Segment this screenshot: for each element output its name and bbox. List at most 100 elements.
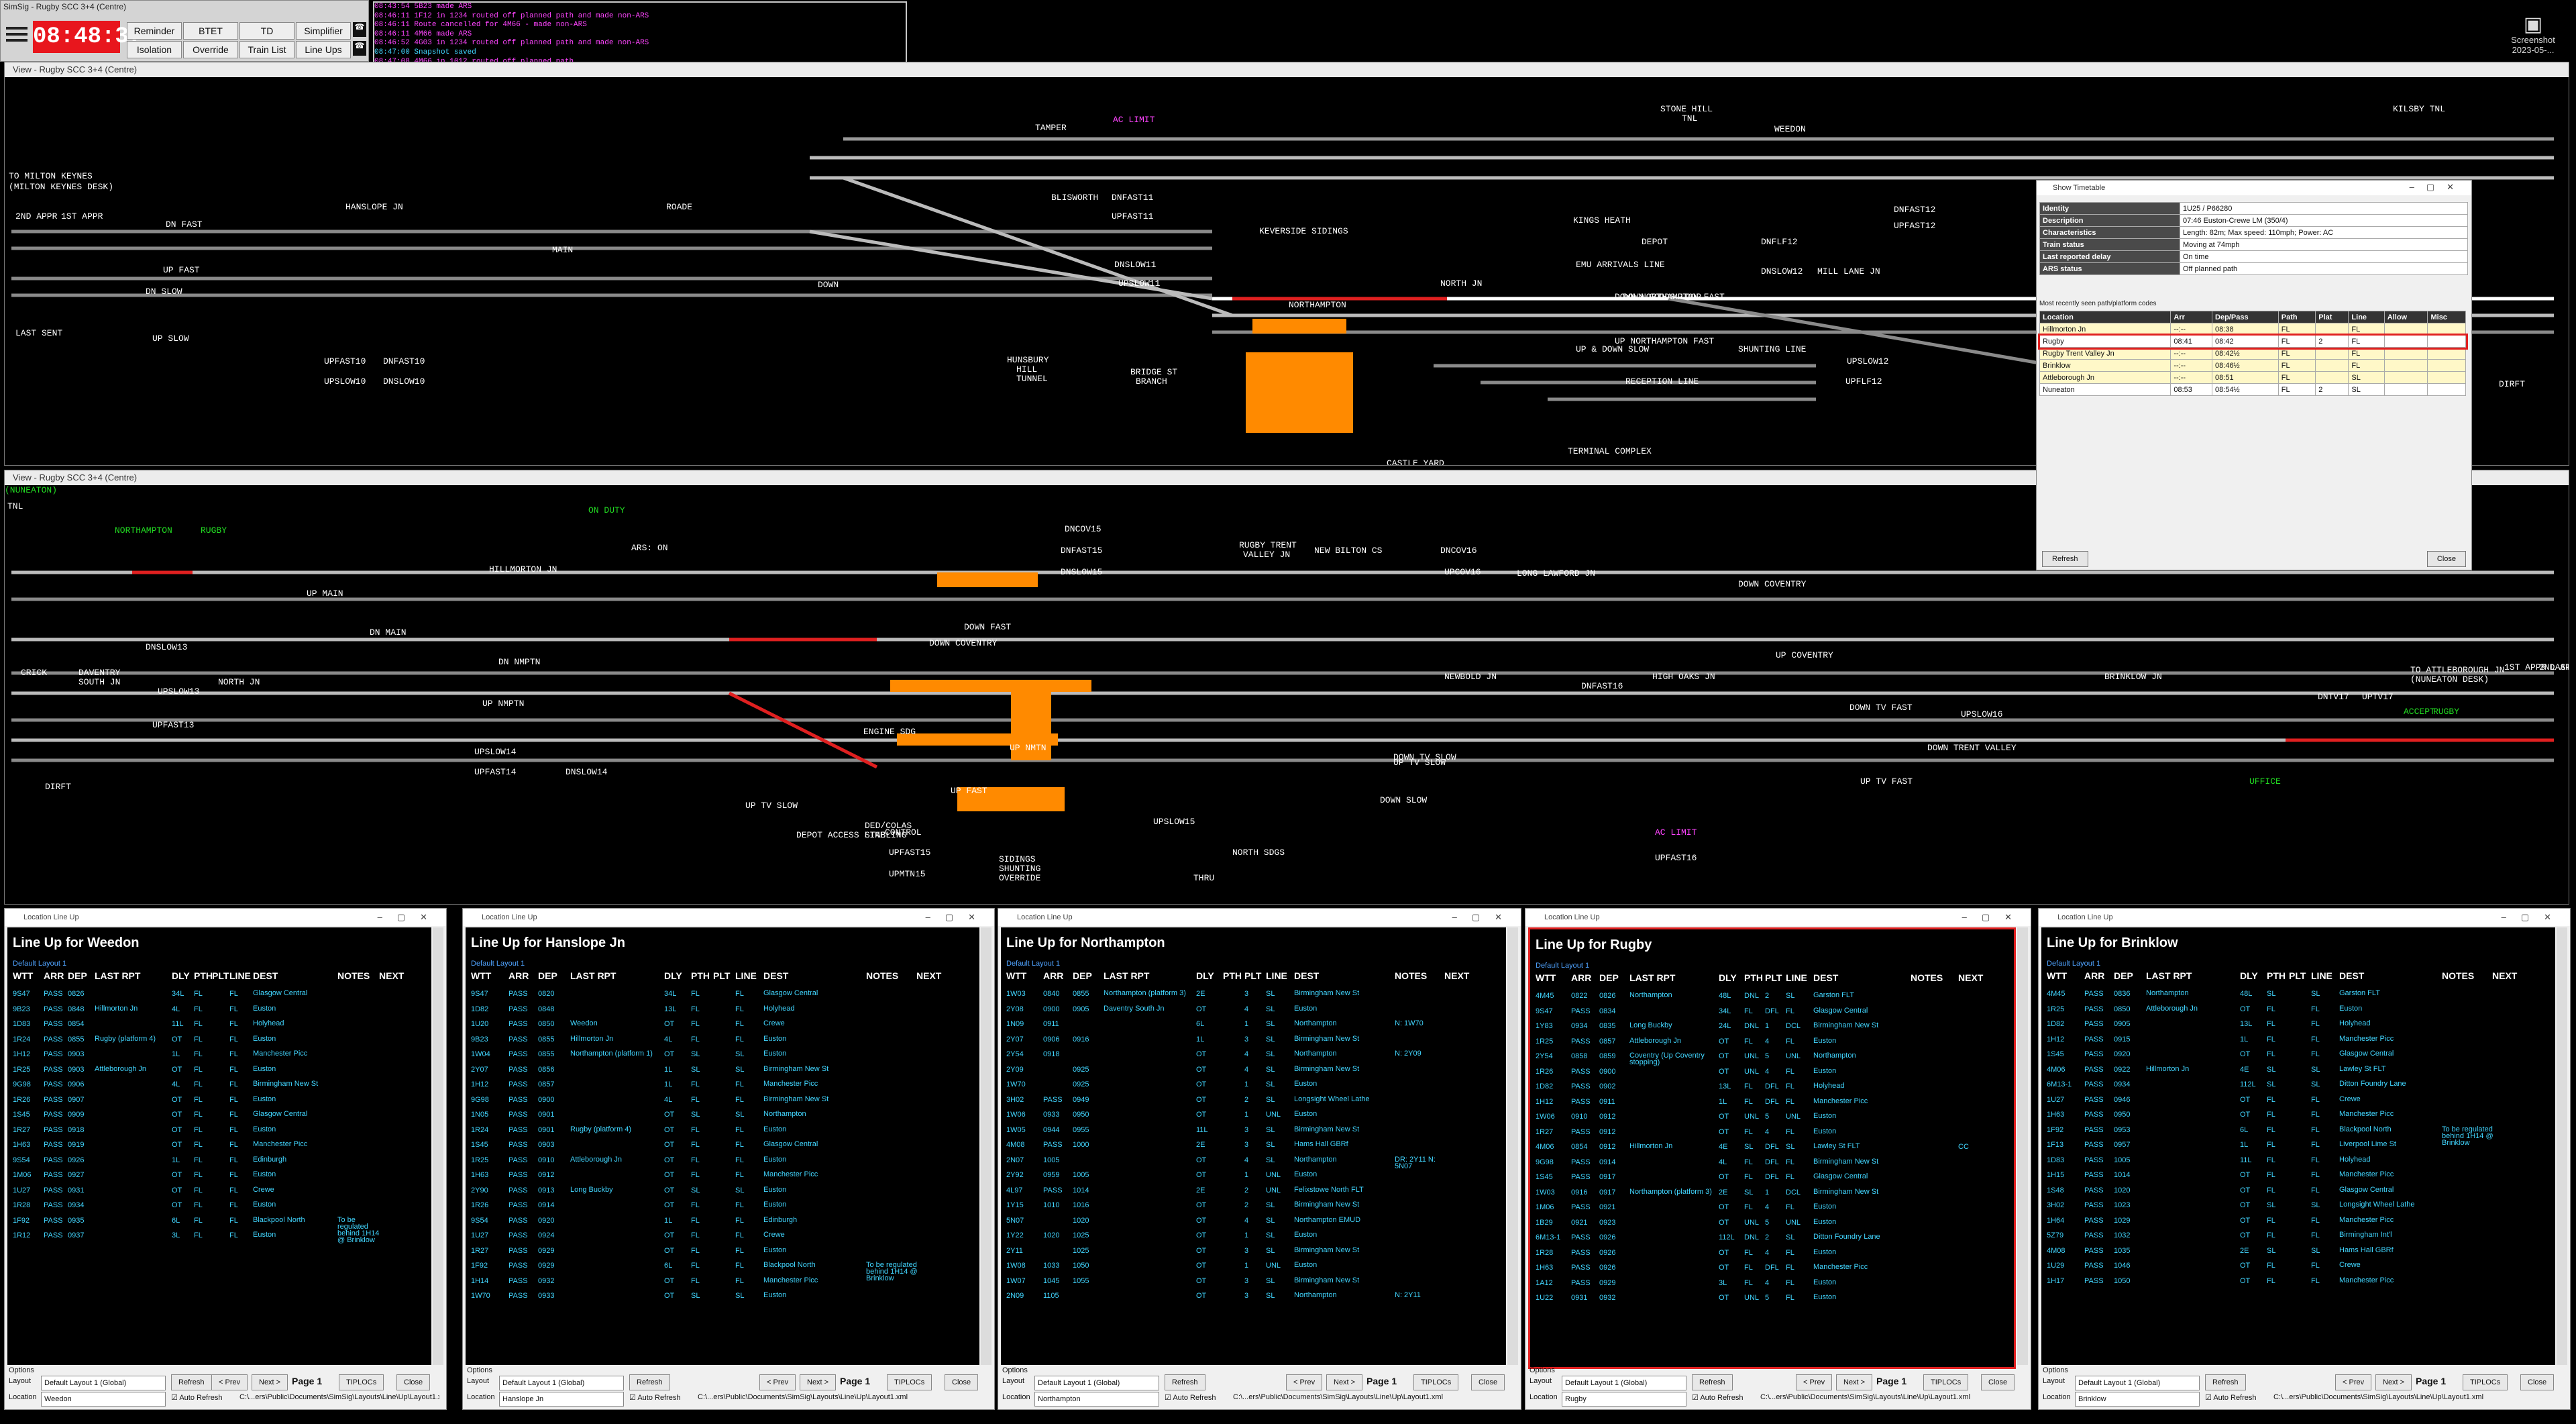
scrollbar[interactable] [981, 927, 991, 1365]
prev-page-button[interactable]: < Prev [2335, 1374, 2372, 1390]
sim-clock[interactable]: 08:48:37 [33, 21, 142, 53]
timetable-close-button[interactable]: Close [2426, 551, 2466, 567]
layout-select[interactable]: Default Layout 1 (Global) [499, 1376, 624, 1390]
phone-icon[interactable]: ☎ [353, 22, 366, 37]
next-page-button[interactable]: Next > [1836, 1374, 1873, 1390]
next-page-button[interactable]: Next > [252, 1374, 288, 1390]
location-select[interactable]: Rugby [1562, 1392, 1686, 1407]
lineup-window[interactable]: Location Line Up–▢✕Line Up for Northampt… [998, 908, 1521, 1410]
prev-page-button[interactable]: < Prev [211, 1374, 248, 1390]
tiplocs-button[interactable]: TIPLOCs [1413, 1374, 1459, 1390]
track-diagram-lower[interactable] [5, 485, 2569, 904]
layout-select[interactable]: Default Layout 1 (Global) [41, 1376, 166, 1390]
phone-alert-icon[interactable]: ☎ [353, 41, 366, 56]
screenshot-icon[interactable]: ▣ [2523, 13, 2543, 36]
close-button[interactable]: Close [945, 1374, 979, 1390]
refresh-button[interactable]: Refresh [171, 1374, 212, 1390]
close-button[interactable]: Close [1981, 1374, 2015, 1390]
tiplocs-button[interactable]: TIPLOCs [339, 1374, 384, 1390]
layout-select[interactable]: Default Layout 1 (Global) [2075, 1376, 2200, 1390]
location-select[interactable]: Weedon [41, 1392, 166, 1407]
window-controls-icon[interactable]: –▢✕ [2501, 912, 2566, 922]
auto-refresh-checkbox[interactable]: ☑ Auto Refresh [2205, 1394, 2257, 1402]
btet-button[interactable]: BTET [183, 22, 238, 40]
scrollbar[interactable] [1507, 927, 1518, 1365]
next-page-button[interactable]: Next > [800, 1374, 837, 1390]
tiplocs-button[interactable]: TIPLOCs [887, 1374, 932, 1390]
location-select[interactable]: Hanslope Jn [499, 1392, 624, 1407]
prev-page-button[interactable]: < Prev [1286, 1374, 1323, 1390]
window-controls-icon[interactable]: –▢✕ [1452, 912, 1517, 922]
auto-refresh-checkbox[interactable]: ☑ Auto Refresh [1692, 1394, 1743, 1402]
scrollbar[interactable] [433, 927, 443, 1365]
scrollbar[interactable] [2017, 927, 2028, 1365]
layout-select[interactable]: Default Layout 1 (Global) [1034, 1376, 1159, 1390]
refresh-button[interactable]: Refresh [1165, 1374, 1205, 1390]
train-list-button[interactable]: Train List [239, 41, 294, 58]
prev-page-button[interactable]: < Prev [759, 1374, 796, 1390]
tiplocs-button[interactable]: TIPLOCs [2463, 1374, 2508, 1390]
line-ups-button[interactable]: Line Ups [296, 41, 351, 58]
